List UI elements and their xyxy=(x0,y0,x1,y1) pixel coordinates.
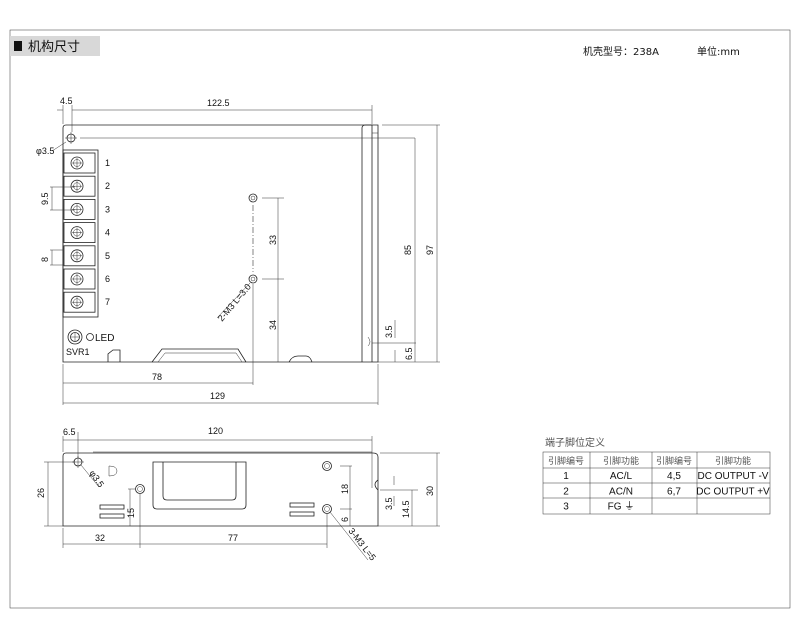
terminal-block xyxy=(62,149,99,318)
square-bullet-icon xyxy=(14,41,22,51)
section-title: 机构尺寸 xyxy=(28,40,80,55)
terminal-number: 5 xyxy=(105,251,110,261)
dim-hole-dia: φ3.5 xyxy=(36,146,54,156)
dim-129: 129 xyxy=(210,391,225,401)
table-cell: 2 xyxy=(563,486,569,497)
dim-6-5: 6.5 xyxy=(404,347,414,360)
section-title-bg xyxy=(10,36,100,56)
table-cell: DC OUTPUT +V xyxy=(696,486,770,497)
dim-77: 77 xyxy=(228,533,238,543)
pin-table-title: 端子脚位定义 xyxy=(545,436,605,449)
table-header: 引脚功能 xyxy=(715,455,751,467)
mount-hole-icon xyxy=(248,193,258,203)
table-cell: 3 xyxy=(563,502,569,513)
terminal-screw xyxy=(63,198,96,220)
dim-9-5: 9.5 xyxy=(40,192,50,205)
table-cell: AC/L xyxy=(610,471,633,482)
dim-8: 8 xyxy=(40,257,50,262)
terminal-number: 4 xyxy=(105,228,110,238)
screw-hole-icon xyxy=(322,461,332,471)
case-model: 机壳型号：238A xyxy=(583,45,659,58)
terminal-number: 1 xyxy=(105,158,110,168)
led-label: LED xyxy=(95,333,114,344)
dim-78: 78 xyxy=(152,372,162,382)
pin-table: 端子脚位定义 引脚编号 引脚功能 引脚编号 引脚功能 1 AC/L 4,5 DC OUTPUT… xyxy=(542,436,771,515)
front-dim-hole-dia: φ3.5 xyxy=(87,468,106,489)
dim-120: 120 xyxy=(208,426,223,436)
table-header: 引脚编号 xyxy=(656,455,692,467)
table-header: 引脚功能 xyxy=(603,455,639,467)
dim-85: 85 xyxy=(403,245,413,255)
dim-33: 33 xyxy=(268,235,278,245)
mount-hole-icon xyxy=(248,274,258,284)
top-mount-note: 2-M3 L=3.0 xyxy=(216,282,253,323)
terminal-screw xyxy=(63,291,96,313)
dim-26: 26 xyxy=(36,488,46,498)
dim-122-5: 122.5 xyxy=(207,98,230,108)
table-cell: AC/N xyxy=(609,486,633,497)
page-frame xyxy=(9,29,791,609)
terminal-screw xyxy=(63,245,96,267)
dim-14-5: 14.5 xyxy=(401,500,411,518)
svr-label: SVR1 xyxy=(66,347,90,357)
dim-30: 30 xyxy=(425,486,435,496)
dim-32: 32 xyxy=(95,533,105,543)
dim-34: 34 xyxy=(268,320,278,330)
table-cell: 4,5 xyxy=(667,471,681,482)
mount-hole-icon xyxy=(65,132,77,144)
dim-15: 15 xyxy=(126,508,136,518)
terminal-number: 6 xyxy=(105,274,110,284)
table-header: 引脚编号 xyxy=(548,455,584,467)
dim-6-front: 6 xyxy=(340,517,350,522)
terminal-screw xyxy=(63,222,96,244)
dim-97: 97 xyxy=(425,245,435,255)
terminal-number: 7 xyxy=(105,297,110,307)
dim-4-5: 4.5 xyxy=(60,96,73,106)
front-mount-note: 3-M3 L=5 xyxy=(346,526,377,562)
dim-3-5-front: 3.5 xyxy=(384,497,394,510)
unit-label: 单位:mm xyxy=(697,45,740,58)
terminal-number: 3 xyxy=(105,204,110,214)
terminal-screw xyxy=(63,175,96,197)
dim-18: 18 xyxy=(340,484,350,494)
table-cell: 1 xyxy=(563,471,569,482)
screw-hole-icon xyxy=(135,484,145,494)
front-view: φ3.5 6.5 120 26 15 18 6 3-M3 L=5 3.5 14.… xyxy=(36,426,440,562)
table-cell: 6,7 xyxy=(667,486,681,497)
terminal-screw xyxy=(63,152,96,174)
screw-hole-icon xyxy=(322,504,332,514)
table-cell: DC OUTPUT -V xyxy=(698,471,769,482)
terminal-screw xyxy=(63,268,96,290)
svr-potentiometer-icon xyxy=(67,329,83,345)
led-icon xyxy=(86,333,94,341)
table-cell: FG ⏚ xyxy=(608,501,635,513)
dim-6-5-front: 6.5 xyxy=(63,427,76,437)
terminal-number: 2 xyxy=(105,181,110,191)
dim-3-5-top: 3.5 xyxy=(384,325,394,338)
